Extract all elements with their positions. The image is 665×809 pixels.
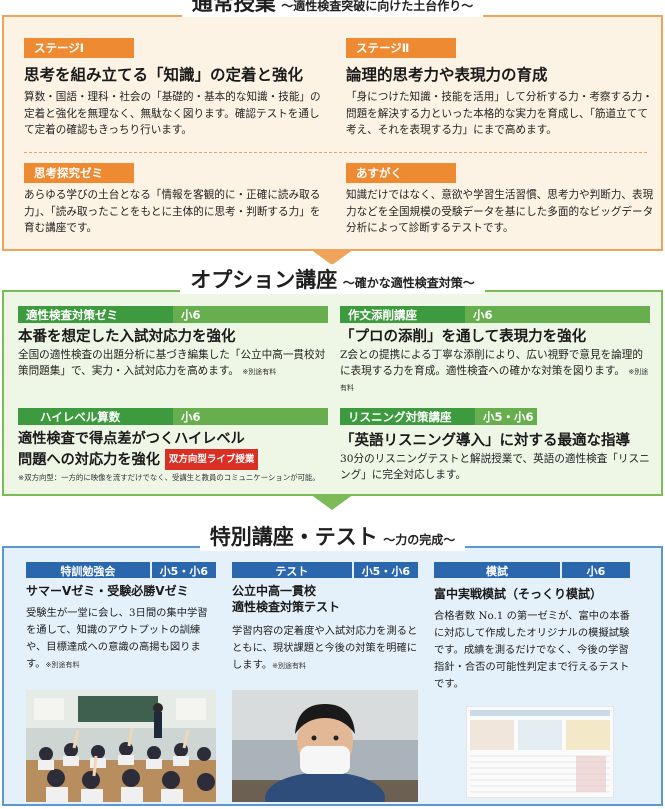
essay-course-body: Z会との提携による丁寧な添削により、広い視野で意見を論理的に表現する力を育成。適…: [340, 349, 649, 392]
aptitude-seminar-block: 適性検査対策ゼミ 小6 本番を想定した入試対応力を強化 全国の適性検査の出題分析…: [18, 306, 332, 380]
aptitude-test-body: 学習内容の定着度や入試対応力を測るとともに、現状課題と今後の対策を明確にします。…: [232, 625, 418, 671]
high-level-math-heading-1: 適性検査で得点差がつくハイレベル: [18, 431, 245, 447]
asugaku-tag: あすがく: [346, 163, 456, 183]
live-class-badge: 双方向型ライブ授業: [164, 449, 259, 470]
aptitude-test-heading-1: 公立中高一貫校: [232, 584, 317, 598]
down-arrow-icon: [310, 494, 354, 510]
intensive-study-body: 受験生が一堂に会し、3日間の集中学習を通して、知識のアウトプットの訓練や、目標達…: [26, 607, 208, 670]
section1-title: 通常授業 〜適性検査突破に向けた土台作り〜: [0, 0, 665, 17]
section3-title: 特別講座・テスト 〜力の完成〜: [0, 521, 665, 551]
essay-course-heading: 「プロの添削」を通して表現力を強化: [340, 329, 587, 345]
intensive-study-tag: 特訓勉強会 小5・小6: [26, 562, 216, 578]
intensive-study-heading: サマーVゼミ・受験必勝Vゼミ: [26, 584, 189, 598]
section2-title: オプション講座 〜確かな適性検査対策〜: [0, 264, 665, 294]
classroom-photo: [26, 690, 216, 802]
thinking-seminar-body: あらゆる学びの土台となる「情報を客観的に・正確に読み取る力」、「読み取ったことを…: [24, 189, 321, 234]
stage2-heading: 論理的思考力や表現力の育成: [346, 66, 548, 84]
aptitude-seminar-body: 全国の適性検査の出題分析に基づき編集した「公立中高一貫校対策問題集」で、実力・入…: [18, 349, 326, 377]
aptitude-test-block: テスト 小5・小6 公立中高一貫校 適性検査対策テスト 学習内容の定着度や入試対…: [232, 562, 418, 675]
mock-exam-tag: 模試 小6: [434, 562, 630, 578]
interactive-footnote: ※双方向型：一方的に映像を流すだけでなく、受講生と教員のコミュニケーションが可能…: [18, 473, 320, 482]
aptitude-seminar-heading: 本番を想定した入試対応力を強化: [18, 329, 236, 345]
high-level-math-heading-2: 問題への対応力を強化 双方向型ライブ授業: [18, 449, 338, 470]
regular-class-section: ステージⅠ 思考を組み立てる「知識」の定着と強化 算数・国語・理科・社会の「基礎…: [2, 15, 663, 251]
aptitude-test-tag: テスト 小5・小6: [232, 562, 418, 578]
stage1-block: ステージⅠ 思考を組み立てる「知識」の定着と強化 算数・国語・理科・社会の「基礎…: [24, 37, 324, 139]
thinking-seminar-tag: 思考探究ゼミ: [24, 163, 134, 183]
high-level-math-block: ハイレベル算数 小6 適性検査で得点差がつくハイレベル 問題への対応力を強化 双…: [18, 408, 338, 483]
aptitude-test-heading-2: 適性検査対策テスト: [232, 600, 341, 614]
listening-course-block: リスニング対策講座 小5・小6 「英語リスニング導入」に対する最適な指導 30分…: [340, 408, 652, 483]
divider: [24, 152, 647, 153]
stage1-body: 算数・国語・理科・社会の「基礎的・基本的な知識・技能」の定着と強化を無理なく、無…: [24, 91, 321, 136]
intensive-study-block: 特訓勉強会 小5・小6 サマーVゼミ・受験必勝Vゼミ 受験生が一堂に会し、3日間…: [26, 562, 216, 674]
mock-exam-heading: 富中実戦模試（そっくり模試）: [434, 587, 603, 601]
option-course-section: 適性検査対策ゼミ 小6 本番を想定した入試対応力を強化 全国の適性検査の出題分析…: [2, 290, 663, 496]
stage2-tag: ステージⅡ: [346, 38, 456, 58]
essay-course-block: 作文添削講座 小6 「プロの添削」を通して表現力を強化 Z会との提携による丁寧な…: [340, 306, 652, 397]
thinking-seminar-block: 思考探究ゼミ あらゆる学びの土台となる「情報を客観的に・正確に読み取る力」、「読…: [24, 162, 329, 237]
listening-course-tag: リスニング対策講座 小5・小6: [340, 408, 652, 425]
special-course-section: 特訓勉強会 小5・小6 サマーVゼミ・受験必勝Vゼミ 受験生が一堂に会し、3日間…: [2, 546, 663, 806]
asugaku-body: 知識だけではなく、意欲や学習生活習慣、思考力や判断力、表現力などを全国規模の受験…: [346, 189, 654, 234]
stage2-block: ステージⅡ 論理的思考力や表現力の育成 「身につけた知識・技能を活用」して分析す…: [346, 37, 654, 139]
stage2-body: 「身につけた知識・技能を活用」して分析する力・考察する力・問題を解決する力といっ…: [346, 91, 653, 136]
high-level-math-tag: ハイレベル算数 小6: [18, 408, 338, 425]
down-arrow-icon: [310, 249, 354, 265]
listening-course-body: 30分のリスニングテストと解説授業で、英語の適性検査「リスニング」に完全対応しま…: [340, 453, 650, 481]
listening-course-heading: 「英語リスニング導入」に対する最適な指導: [340, 433, 630, 449]
stage1-heading: 思考を組み立てる「知識」の定着と強化: [24, 66, 304, 84]
exam-report-image: [466, 706, 614, 798]
aptitude-seminar-tag: 適性検査対策ゼミ 小6: [18, 306, 332, 323]
asugaku-block: あすがく 知識だけではなく、意欲や学習生活習慣、思考力や判断力、表現力などを全国…: [346, 162, 654, 237]
student-photo: [232, 690, 418, 802]
mock-exam-body: 合格者数 No.1 の第一ゼミが、富中の本番に対応して作成したオリジナルの模擬試…: [434, 610, 630, 690]
mock-exam-block: 模試 小6 富中実戦模試（そっくり模試） 合格者数 No.1 の第一ゼミが、富中…: [434, 562, 630, 693]
stage1-tag: ステージⅠ: [24, 38, 134, 58]
essay-course-tag: 作文添削講座 小6: [340, 306, 652, 323]
